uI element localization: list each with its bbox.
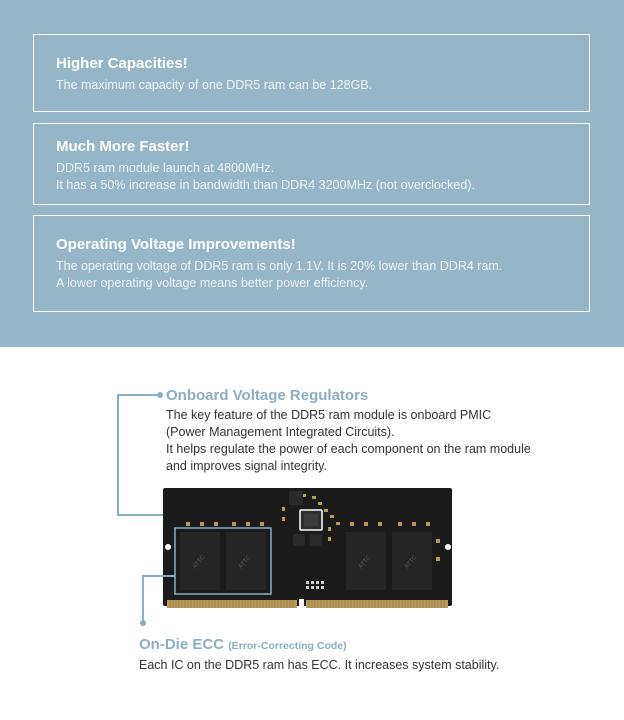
- feature-card-capacity: Higher Capacities! The maximum capacity …: [33, 34, 590, 112]
- regulators-title: Onboard Voltage Regulators: [166, 387, 369, 404]
- feature-text: The maximum capacity of one DDR5 ram can…: [56, 78, 373, 92]
- feature-card-voltage: Operating Voltage Improvements! The oper…: [33, 215, 590, 312]
- gold-contacts-right: [306, 600, 448, 608]
- feature-title: Higher Capacities!: [56, 55, 188, 72]
- feature-text: It has a 50% increase in bandwidth than …: [56, 178, 475, 192]
- regulators-description: The key feature of the DDR5 ram module i…: [166, 407, 596, 475]
- inductor: [310, 534, 322, 546]
- spd-hub: [289, 491, 303, 505]
- key-notch: [299, 599, 304, 609]
- feature-text: A lower operating voltage means better p…: [56, 276, 369, 290]
- ecc-callout-dot: [140, 620, 146, 626]
- ecc-title-sub: (Error-Correcting Code): [228, 640, 347, 652]
- ecc-highlight-box: [174, 527, 272, 595]
- dram-chip: ATTC: [346, 532, 386, 590]
- pmic-die: [304, 514, 318, 526]
- dram-chip: ATTC: [180, 532, 220, 590]
- features-panel: Higher Capacities! The maximum capacity …: [0, 0, 624, 347]
- regulators-line: It helps regulate the power of each comp…: [166, 442, 531, 456]
- feature-text: DDR5 ram module launch at 4800MHz.: [56, 161, 275, 175]
- feature-title: Operating Voltage Improvements!: [56, 236, 296, 253]
- ram-module: ATTC ATTC ATTC ATTC: [163, 488, 452, 609]
- regulators-line: (Power Management Integrated Circuits).: [166, 425, 395, 439]
- feature-text: The operating voltage of DDR5 ram is onl…: [56, 259, 503, 273]
- dram-chip: ATTC: [226, 532, 266, 590]
- regulators-line: and improves signal integrity.: [166, 459, 327, 473]
- ecc-callout-line: [142, 575, 175, 622]
- dram-chip: ATTC: [392, 532, 432, 590]
- ecc-title: On-Die ECC (Error-Correcting Code): [139, 636, 347, 655]
- mount-hole-right: [445, 544, 451, 550]
- gold-contacts-left: [167, 600, 297, 608]
- contact-pins: [169, 600, 445, 608]
- feature-title: Much More Faster!: [56, 138, 190, 155]
- spd-pads: [306, 581, 324, 589]
- inductor: [293, 534, 305, 546]
- ram-module-diagram: ATTC ATTC ATTC ATTC: [117, 392, 452, 626]
- feature-card-speed: Much More Faster! DDR5 ram module launch…: [33, 123, 590, 205]
- ecc-description: Each IC on the DDR5 ram has ECC. It incr…: [139, 658, 500, 672]
- regulators-line: The key feature of the DDR5 ram module i…: [166, 408, 492, 422]
- mount-hole-left: [165, 544, 171, 550]
- regulator-callout-dot: [157, 392, 163, 398]
- ecc-title-main: On-Die ECC: [139, 636, 225, 653]
